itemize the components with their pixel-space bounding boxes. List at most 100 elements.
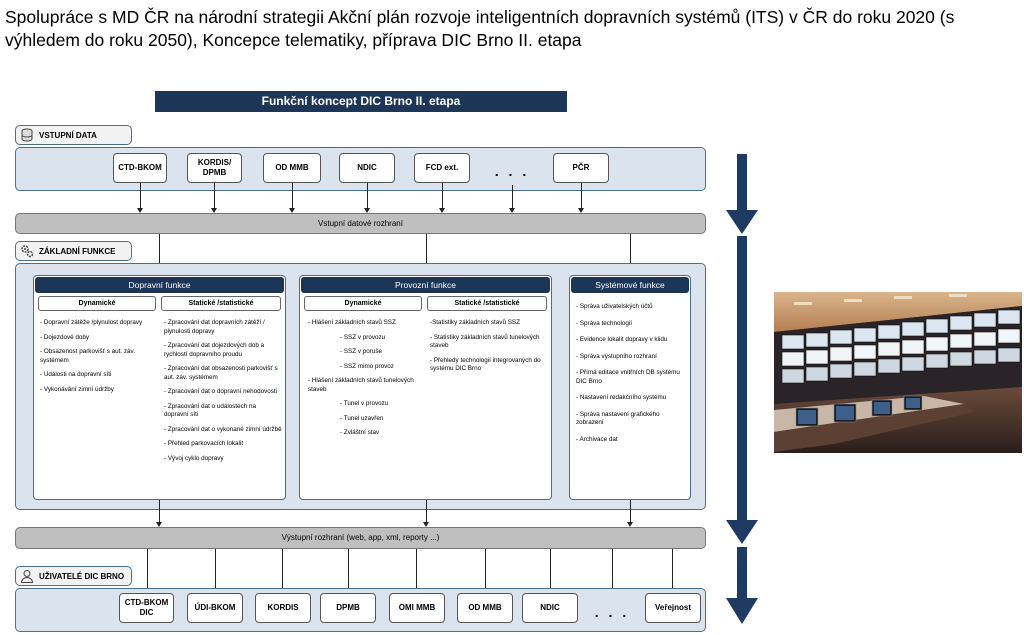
control-room-photo xyxy=(774,292,1022,453)
operation-dynamic-list: - Hlášení základních stavů SSZ - SSZ v p… xyxy=(308,319,424,444)
list-item: -Statistiky základních stavů SSZ xyxy=(430,319,520,326)
operation-static-header: Statické /statistické xyxy=(427,296,547,311)
system-functions-list: - Správa uživatelských účtů - Správa tec… xyxy=(576,303,686,452)
arrow-line xyxy=(612,549,613,593)
list-item: - Zpracování dat obsazenosti parkovišť s… xyxy=(164,365,278,381)
arrow-line xyxy=(147,549,148,593)
list-item: - Správa výstupního rozhraní xyxy=(576,352,657,360)
database-icon xyxy=(21,128,33,142)
arrow-line xyxy=(292,183,293,210)
arrow-line xyxy=(426,234,427,274)
list-item: - Přímá editace vnitřních DB systému DIC… xyxy=(576,369,680,385)
arrow-head xyxy=(211,208,217,213)
arrow-line xyxy=(159,234,160,274)
user-od-mmb: OD MMB xyxy=(457,593,513,623)
list-item: - Archivace dat xyxy=(576,435,618,443)
transport-functions-column: Dopravní funkce Dynamické Statické /stat… xyxy=(33,275,286,500)
arrow-line xyxy=(416,549,417,593)
list-item: - Dopravní zátěže /plynulost dopravy xyxy=(40,319,143,326)
arrow-head xyxy=(578,208,584,213)
input-data-label: VSTUPNÍ DATA xyxy=(39,130,97,140)
source-pcr: PČR xyxy=(553,153,609,183)
list-item: - Nastavení redakčního systému xyxy=(576,394,667,401)
user-ctd-bkom-dic: CTD-BKOM DIC xyxy=(119,593,174,623)
list-item: - Zpracování dat dopravních zátěží / ply… xyxy=(164,319,265,335)
user-ellipsis: . . . xyxy=(594,604,630,620)
flow-arrows xyxy=(726,154,758,624)
arrow-head xyxy=(509,208,515,213)
list-item: - Zpracování dat o událostech na dopravn… xyxy=(164,402,257,419)
system-functions-column: Systémové funkce - Správa uživatelských … xyxy=(569,275,691,500)
list-item: - SSZ mimo provoz xyxy=(340,362,394,370)
list-item: - Dojezdové doby xyxy=(40,333,90,341)
arrow-line xyxy=(282,549,283,593)
users-tab: UŽIVATELÉ DIC BRNO xyxy=(15,566,132,586)
transport-functions-title: Dopravní funkce xyxy=(35,277,284,293)
list-item: - Zpracování dat o dopravní nehodovosti xyxy=(164,388,278,395)
list-item: - Zpracování dat dojezdových dob a rychl… xyxy=(164,342,265,358)
arrow-line xyxy=(215,549,216,593)
arrow-line xyxy=(442,183,443,210)
list-item: - Přehled parkovacích lokalit xyxy=(164,440,244,447)
list-item: - Přehledy technologií integrovaných do … xyxy=(430,356,541,373)
user-public: Veřejnost xyxy=(645,593,701,623)
source-ctd-bkom: CTD-BKOM xyxy=(113,153,167,183)
arrow-head xyxy=(156,522,162,527)
arrow-line xyxy=(485,549,486,593)
operation-dynamic-header: Dynamické xyxy=(304,296,422,311)
arrow-head xyxy=(439,208,445,213)
list-item: - Tunel v provozu xyxy=(340,400,389,407)
list-item: - Hlášení základních stavů tunelových st… xyxy=(308,377,414,393)
transport-dynamic-header: Dynamické xyxy=(38,296,156,311)
page-heading: Spolupráce s MD ČR na národní strategii … xyxy=(5,7,955,50)
list-item: - SSZ v provozu xyxy=(340,333,386,341)
core-functions-tab: ZÁKLADNÍ FUNKCE xyxy=(15,241,132,261)
list-item: - Vývoj cyklo dopravy xyxy=(164,454,224,462)
list-item: - Vykonávání zimní údržby xyxy=(40,385,114,393)
user-udi-bkom: ÚDI-BKOM xyxy=(187,593,243,623)
arrow-head xyxy=(364,208,370,213)
transport-dynamic-list: - Dopravní zátěže /plynulost dopravy - D… xyxy=(40,319,156,400)
list-item: - SSZ v poruše xyxy=(340,348,382,355)
users-label: UŽIVATELÉ DIC BRNO xyxy=(39,571,125,581)
arrow-line xyxy=(159,500,160,524)
arrow-head xyxy=(627,522,633,527)
operation-static-list: -Statistiky základních stavů SSZ - Stati… xyxy=(430,319,548,380)
transport-static-header: Statické /statistické xyxy=(161,296,281,311)
list-item: - Tunel uzavřen xyxy=(340,414,384,422)
source-kordis-dpmb: KORDIS/ DPMB xyxy=(187,153,242,183)
user-omi-mmb: OMI MMB xyxy=(389,593,445,623)
user-ndic: NDIC xyxy=(522,593,578,623)
arrow-line xyxy=(550,549,551,593)
input-data-tab: VSTUPNÍ DATA xyxy=(15,125,132,145)
list-item: - Zvláštní stav xyxy=(340,429,380,436)
source-fcd-ext: FCD ext. xyxy=(414,153,470,183)
arrow-line xyxy=(426,500,427,524)
arrow-line xyxy=(140,183,141,210)
list-item: - Evidence lokalit dopravy v klidu xyxy=(576,336,668,343)
gears-icon xyxy=(21,245,34,258)
arrow-line xyxy=(672,549,673,593)
source-od-mmb: OD MMB xyxy=(263,153,321,183)
list-item: - Správa technologií xyxy=(576,319,633,327)
core-functions-label: ZÁKLADNÍ FUNKCE xyxy=(39,246,116,256)
diagram-title: Funkční koncept DIC Brno II. etapa xyxy=(155,91,567,112)
source-ellipsis: . . . xyxy=(494,163,530,179)
arrow-line xyxy=(214,183,215,210)
system-functions-title: Systémové funkce xyxy=(571,277,689,293)
user-dpmb: DPMB xyxy=(320,593,376,623)
user-icon xyxy=(20,570,34,583)
list-item: - Správa uživatelských účtů xyxy=(576,303,653,310)
operation-functions-title: Provozní funkce xyxy=(301,277,550,293)
list-item: - Obsazenost parkovišť s aut. záv. systé… xyxy=(40,348,135,364)
arrow-head xyxy=(137,208,143,213)
arrow-line xyxy=(581,183,582,210)
arrow-line xyxy=(348,549,349,593)
arrow-line xyxy=(512,185,513,210)
list-item: - Správa nastavení grafického zobrazení xyxy=(576,410,660,427)
user-kordis: KORDIS xyxy=(255,593,311,623)
arrow-line xyxy=(630,500,631,524)
input-interface-bar: Vstupní datové rozhraní xyxy=(15,213,706,234)
arrow-head xyxy=(289,208,295,213)
transport-static-list: - Zpracování dat dopravních zátěží / ply… xyxy=(164,319,282,469)
